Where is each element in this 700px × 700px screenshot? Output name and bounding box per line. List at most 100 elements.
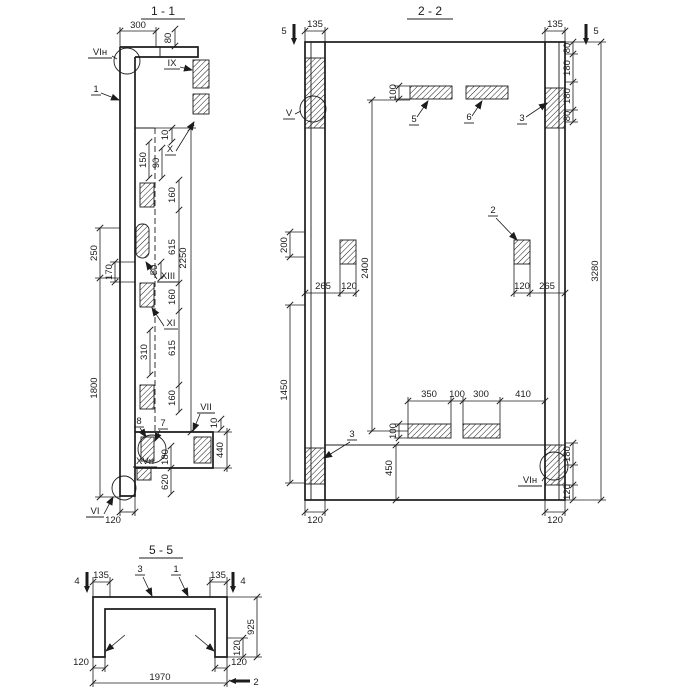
dim-2250: 2250 xyxy=(178,247,189,268)
dim-80-a: 80 xyxy=(562,43,573,54)
dim-120-bottom-right: 120 xyxy=(547,515,563,526)
leader-line xyxy=(323,441,351,459)
dim-10-top: 10 xyxy=(160,130,171,141)
mark-xvn: XVн xyxy=(136,456,154,467)
dim-1800: 1800 xyxy=(89,377,100,398)
bottom-mesh-a-hatch xyxy=(407,423,452,439)
item-3-top: 3 xyxy=(519,113,524,124)
dim-120-left-mid: 120 xyxy=(341,281,357,292)
mark-xi: XI xyxy=(167,318,176,329)
dim-1970: 1970 xyxy=(149,672,170,683)
leader-line xyxy=(525,102,548,118)
leader-line xyxy=(178,576,189,597)
detail-circle-v xyxy=(299,95,327,123)
dim-180-a: 180 xyxy=(562,60,573,76)
dim-120-right-mid: 120 xyxy=(514,281,530,292)
leader-line xyxy=(495,217,518,241)
channel-outline xyxy=(92,596,228,658)
dimension-lines xyxy=(93,581,258,684)
dim-180-b: 180 xyxy=(562,88,573,104)
detail-circle-vi xyxy=(111,475,137,501)
dim-200: 200 xyxy=(279,237,290,253)
leader-line xyxy=(151,307,165,327)
plate-7-hatch xyxy=(140,436,155,462)
leader-line xyxy=(138,427,147,438)
extension-lines xyxy=(92,577,262,687)
dim-265-right: 265 xyxy=(539,281,555,292)
dim-120-right: 120 xyxy=(231,657,247,668)
dimension-lines xyxy=(99,29,228,513)
detail-circle-vin xyxy=(113,47,141,75)
leader-line xyxy=(111,55,118,60)
mark-xiii: XIII xyxy=(161,271,175,282)
item-7: 7 xyxy=(160,418,165,429)
leader-line xyxy=(142,576,153,597)
cut-marks-5: 5 5 xyxy=(281,24,599,45)
dim-180-c: 180 xyxy=(562,446,573,462)
left-column-top-hatch xyxy=(304,57,326,129)
cut-label-4-left: 4 xyxy=(74,576,79,587)
dim-120-right-bottom: 120 xyxy=(562,484,573,500)
item-6: 6 xyxy=(466,112,471,123)
dim-265-left: 265 xyxy=(315,281,331,292)
mesh-5-hatch xyxy=(409,85,453,100)
item-2: 2 xyxy=(490,205,495,216)
dim-120-vertical: 120 xyxy=(232,640,243,656)
leader-line xyxy=(471,100,483,117)
dim-410: 410 xyxy=(515,389,531,400)
leader-line xyxy=(541,474,547,482)
cut-marks: 4 4 2 xyxy=(74,572,259,688)
dim-120-bottom-left: 120 xyxy=(307,515,323,526)
dim-100-c: 100 xyxy=(449,389,465,400)
item-3: 3 xyxy=(137,564,142,575)
section-1-1: 1 - 1 xyxy=(86,4,232,526)
item-1: 1 xyxy=(93,84,98,95)
dim-300: 300 xyxy=(473,389,489,400)
panel-outline xyxy=(119,46,214,497)
dim-300: 300 xyxy=(130,20,146,31)
dim-135-left: 135 xyxy=(307,19,323,30)
inner-leader-arrows xyxy=(105,634,215,652)
item-5: 5 xyxy=(411,114,416,125)
rib-step-line xyxy=(135,47,161,129)
section-1-1-title: 1 - 1 xyxy=(151,4,175,18)
dim-3280: 3280 xyxy=(590,260,601,281)
reinforcement-hatches xyxy=(304,57,566,486)
cut-label-5-left: 5 xyxy=(281,26,286,37)
leader-line xyxy=(145,261,158,280)
leader-line xyxy=(192,413,201,432)
dim-350: 350 xyxy=(421,389,437,400)
dim-450: 450 xyxy=(384,460,395,476)
leader-line xyxy=(154,429,162,442)
mark-ix: IX xyxy=(168,58,178,69)
mark-vin: VIн xyxy=(93,47,107,58)
dim-440: 440 xyxy=(215,442,226,458)
dim-180: 180 xyxy=(160,449,171,465)
dim-120: 120 xyxy=(105,515,121,526)
mid-right-plate-hatch xyxy=(513,239,531,265)
dim-1450: 1450 xyxy=(279,379,290,400)
extension-lines xyxy=(285,27,606,516)
leader-line xyxy=(294,110,302,115)
item-8: 8 xyxy=(136,416,141,427)
leader-line xyxy=(103,496,114,515)
dim-170: 170 xyxy=(104,264,115,280)
plate-vii-hatch xyxy=(193,436,212,464)
detail-circle-vin xyxy=(539,451,569,481)
mesh-6-hatch xyxy=(465,85,509,100)
leader-line xyxy=(179,64,193,72)
cut-label-2: 2 xyxy=(253,677,258,688)
plate-xi-hatch xyxy=(139,282,155,308)
item-1: 1 xyxy=(173,564,178,575)
left-column-bottom-hatch xyxy=(304,447,326,485)
dim-150: 150 xyxy=(138,152,149,168)
plate-ix-hatch xyxy=(192,59,210,89)
dim-925: 925 xyxy=(246,619,257,635)
mark-vin: VIн xyxy=(523,475,537,486)
mark-vii: VII xyxy=(200,402,212,413)
dim-135-right: 135 xyxy=(210,570,226,581)
dim-80-b: 80 xyxy=(562,111,573,122)
mid-left-plate-hatch xyxy=(339,239,357,265)
